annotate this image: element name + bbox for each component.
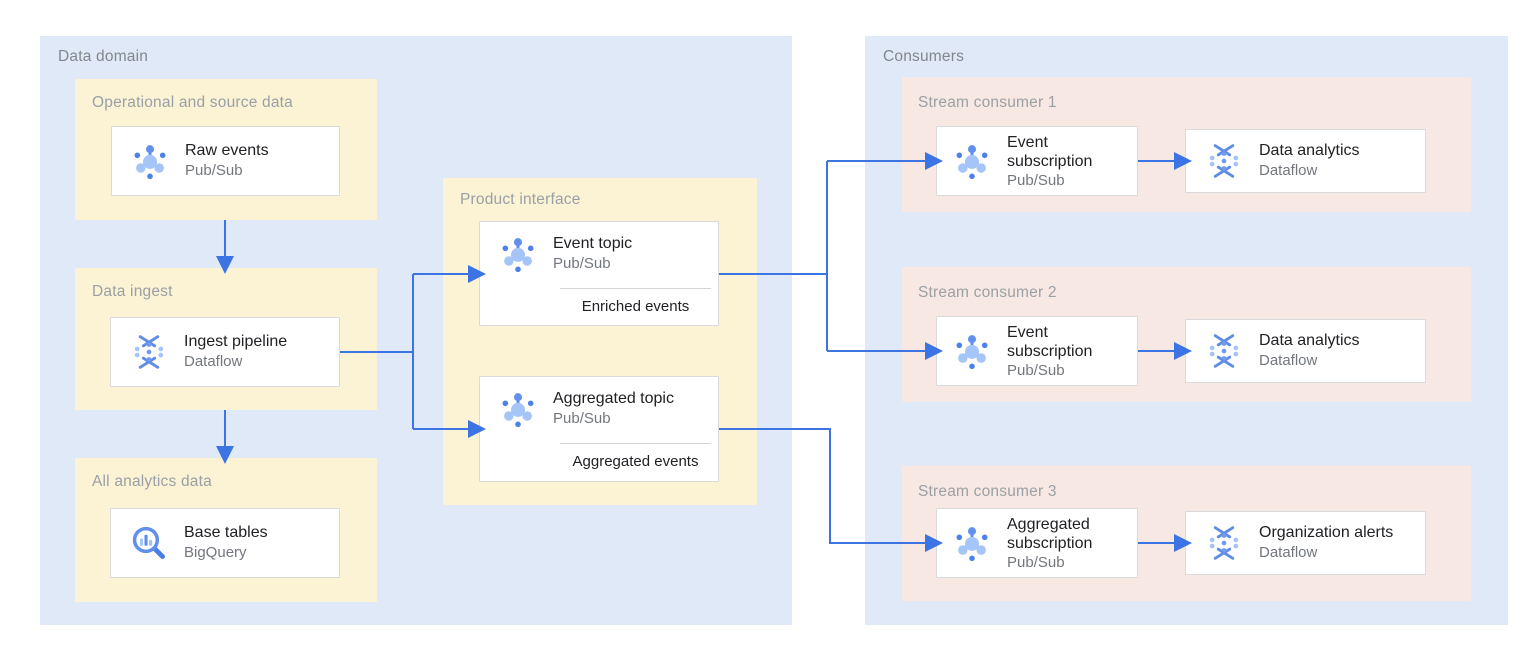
- card-service: Pub/Sub: [1007, 361, 1065, 379]
- card-title: Event topic: [553, 235, 633, 252]
- zone-label: Operational and source data: [92, 94, 294, 111]
- card-title: Base tables: [184, 524, 268, 541]
- pubsub-icon: [951, 140, 993, 182]
- dataflow-icon: [1203, 330, 1245, 372]
- card-service: Dataflow: [1259, 162, 1318, 179]
- card-aggregated-subscription: Aggregated subscription Pub/Sub: [936, 508, 1138, 578]
- card-organization-alerts: Organization alerts Dataflow: [1185, 511, 1426, 575]
- zone-label: Stream consumer 3: [918, 483, 1057, 500]
- card-service: Pub/Sub: [1007, 171, 1065, 189]
- card-raw-events: Raw events Pub/Sub: [111, 126, 340, 196]
- dataflow-icon: [1203, 140, 1245, 182]
- zone-label: Product interface: [460, 191, 581, 208]
- card-title: Aggregated topic: [553, 390, 674, 407]
- card-ingest-pipeline: Ingest pipeline Dataflow: [110, 317, 340, 387]
- card-title: Aggregated subscription: [1007, 515, 1093, 552]
- card-service: Pub/Sub: [553, 255, 611, 272]
- zone-label: Stream consumer 2: [918, 284, 1057, 301]
- card-service: Pub/Sub: [1007, 553, 1065, 571]
- pubsub-icon: [497, 388, 539, 430]
- zone-label: Stream consumer 1: [918, 94, 1057, 111]
- card-service: Pub/Sub: [553, 410, 611, 427]
- card-title: Event subscription: [1007, 323, 1093, 360]
- topic-caption: Enriched events: [581, 298, 690, 315]
- card-title: Raw events: [185, 142, 269, 159]
- topic-caption: Aggregated events: [572, 453, 699, 470]
- zone-label: All analytics data: [92, 473, 212, 490]
- card-event-subscription-2: Event subscription Pub/Sub: [936, 316, 1138, 386]
- card-data-analytics-2: Data analytics Dataflow: [1185, 319, 1426, 383]
- pubsub-icon: [129, 140, 171, 182]
- card-base-tables: Base tables BigQuery: [110, 508, 340, 578]
- card-service: Pub/Sub: [185, 162, 243, 179]
- card-event-topic: Event topic Pub/Sub Enriched events: [479, 221, 719, 326]
- divider: [560, 288, 711, 289]
- pubsub-icon: [951, 522, 993, 564]
- consumers-label: Consumers: [883, 48, 965, 65]
- bigquery-icon: [128, 522, 170, 564]
- card-data-analytics-1: Data analytics Dataflow: [1185, 129, 1426, 193]
- card-title: Event subscription: [1007, 133, 1093, 170]
- pubsub-icon: [497, 233, 539, 275]
- card-title: Organization alerts: [1259, 524, 1394, 541]
- dataflow-icon: [1203, 522, 1245, 564]
- card-service: Dataflow: [1259, 544, 1318, 561]
- card-service: Dataflow: [1259, 352, 1318, 369]
- divider: [560, 443, 711, 444]
- card-event-subscription-1: Event subscription Pub/Sub: [936, 126, 1138, 196]
- dataflow-icon: [128, 331, 170, 373]
- card-service: BigQuery: [184, 544, 247, 561]
- card-title: Data analytics: [1259, 332, 1360, 349]
- zone-label: Data ingest: [92, 283, 173, 300]
- pubsub-icon: [951, 330, 993, 372]
- card-title: Data analytics: [1259, 142, 1360, 159]
- card-title: Ingest pipeline: [184, 333, 288, 350]
- card-aggregated-topic: Aggregated topic Pub/Sub Aggregated even…: [479, 376, 719, 482]
- card-service: Dataflow: [184, 353, 243, 370]
- data-domain-label: Data domain: [58, 48, 149, 65]
